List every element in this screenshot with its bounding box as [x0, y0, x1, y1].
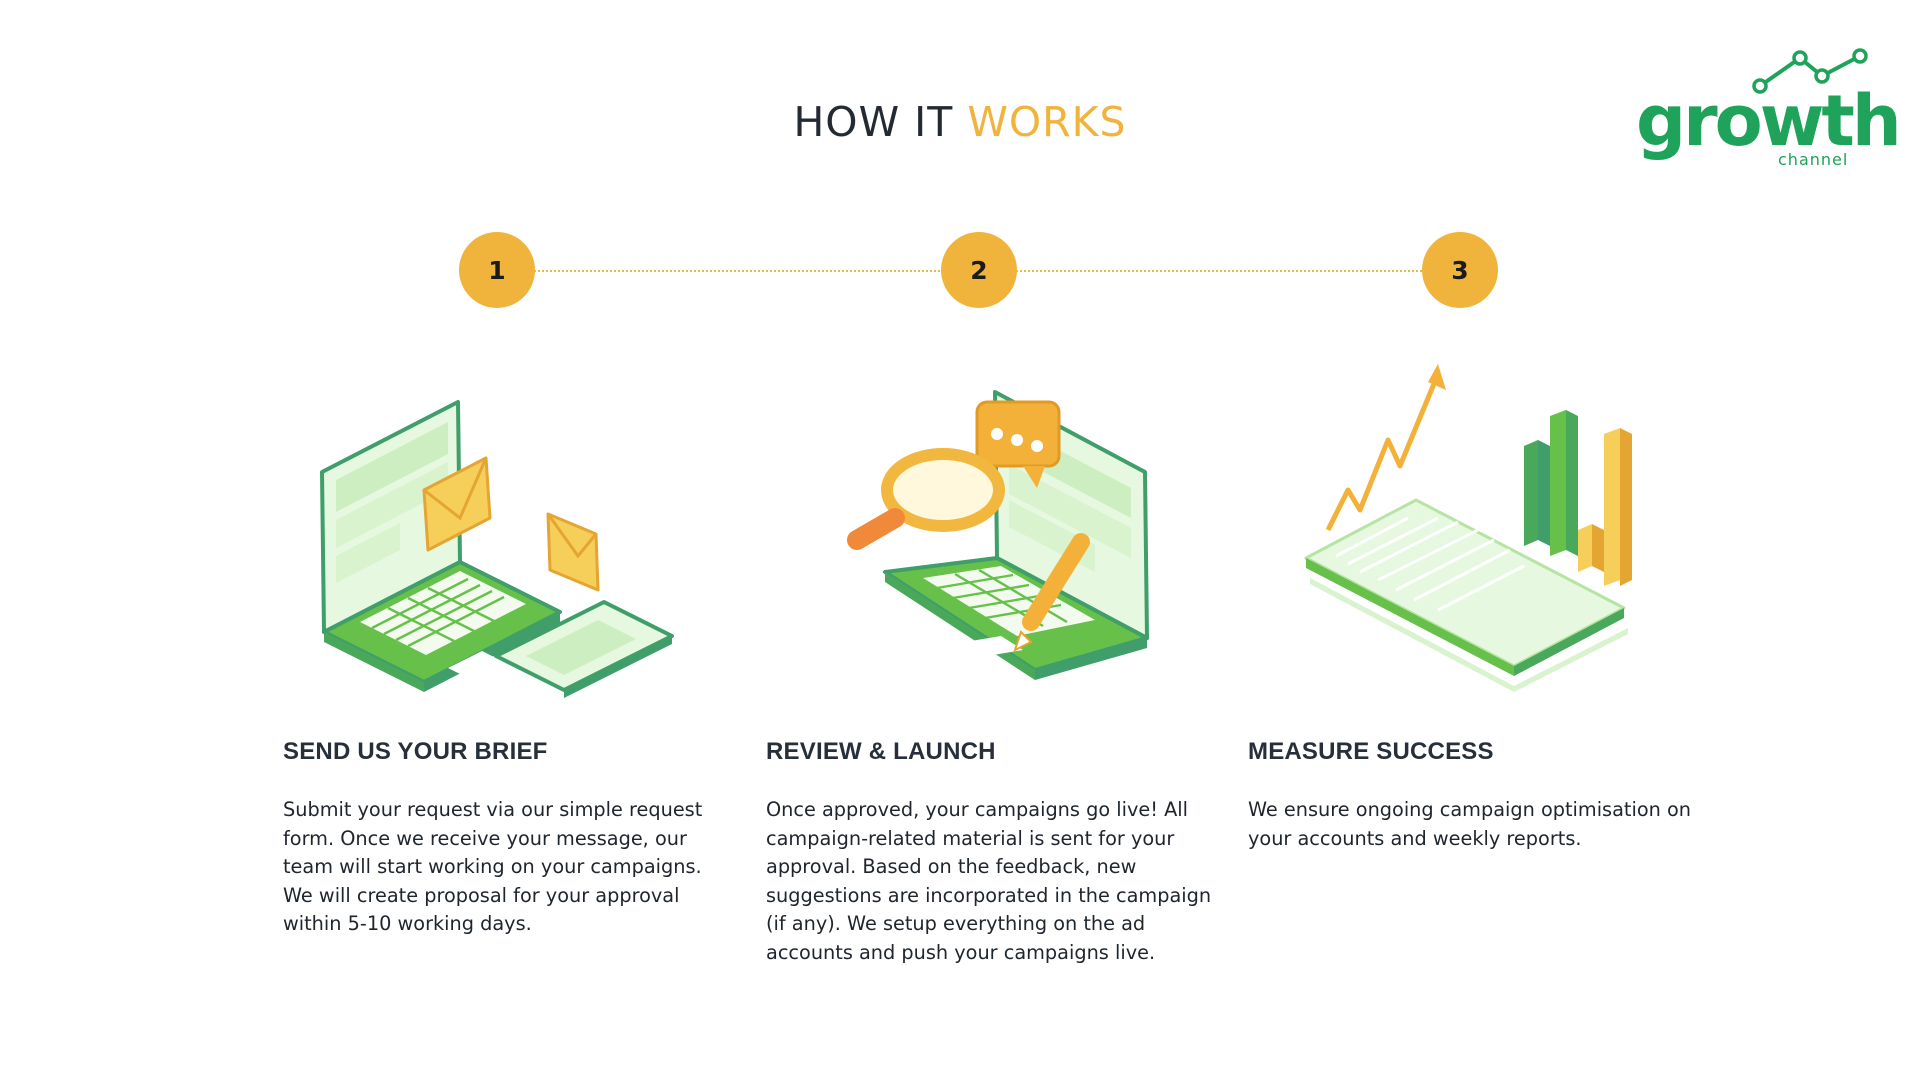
laptop-mail-icon — [320, 400, 674, 698]
timeline-connector — [1016, 270, 1426, 272]
title-main: HOW IT — [793, 98, 968, 146]
step-circle-3: 3 — [1422, 232, 1498, 308]
step-body-2: Once approved, your campaigns go live! A… — [766, 798, 1212, 964]
logo-word: growth — [1636, 80, 1902, 162]
laptop-review-icon — [847, 390, 1149, 680]
title-accent: WORKS — [967, 98, 1127, 146]
step-body-1: Submit your request via our simple reque… — [283, 798, 703, 936]
step-title-1: SEND US YOUR BRIEF — [283, 738, 548, 765]
timeline-connector — [534, 270, 944, 272]
trend-line-icon — [1752, 48, 1868, 94]
step-body-3: We ensure ongoing campaign optimisation … — [1248, 798, 1691, 850]
growth-channel-logo: growth channel — [1628, 46, 1902, 176]
page-title: HOW IT WORKS — [0, 98, 1920, 146]
steps-timeline: 1 2 3 — [0, 230, 1920, 310]
growth-chart-icon — [1304, 364, 1632, 692]
step-column-1: SEND US YOUR BRIEF Submit your request v… — [283, 738, 733, 939]
step-circle-2: 2 — [941, 232, 1017, 308]
step-circle-1: 1 — [459, 232, 535, 308]
logo-sub: channel — [1778, 150, 1849, 169]
step-column-2: REVIEW & LAUNCH Once approved, your camp… — [766, 738, 1216, 968]
step-title-3: MEASURE SUCCESS — [1248, 738, 1494, 765]
step-title-2: REVIEW & LAUNCH — [766, 738, 996, 765]
step-column-3: MEASURE SUCCESS We ensure ongoing campai… — [1248, 738, 1698, 853]
